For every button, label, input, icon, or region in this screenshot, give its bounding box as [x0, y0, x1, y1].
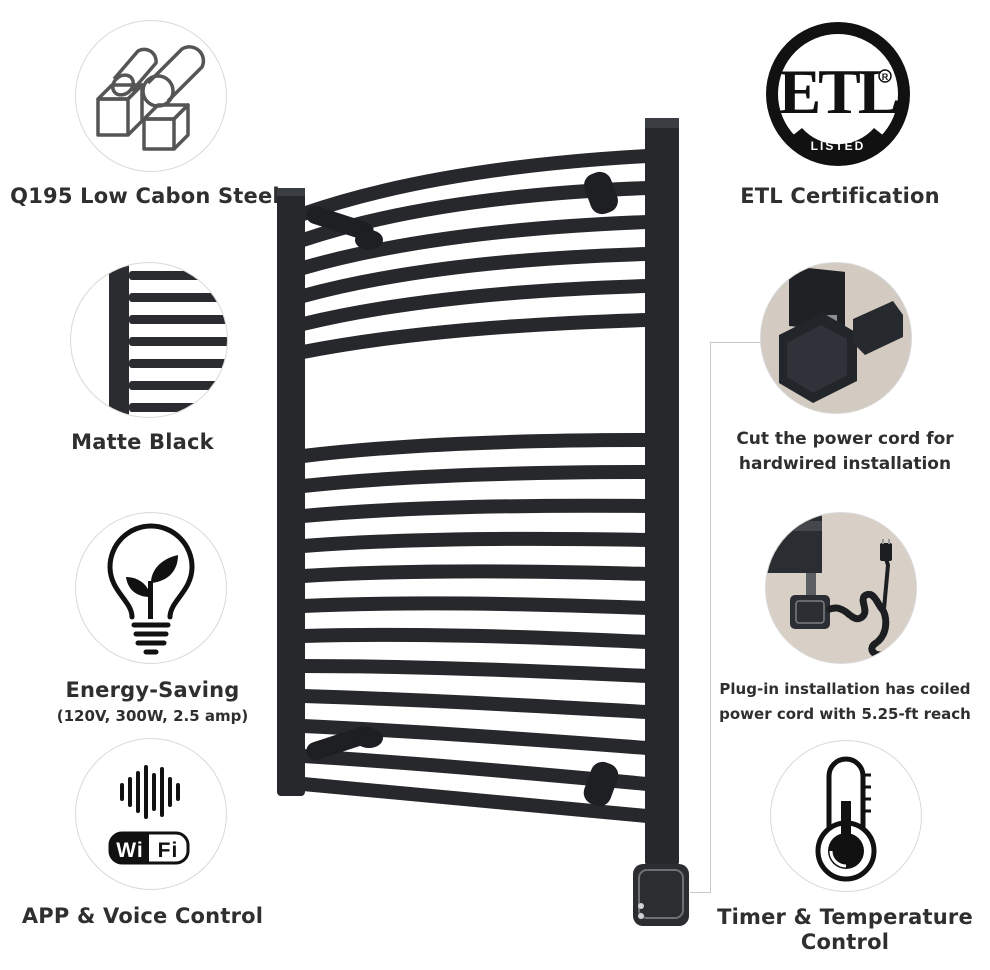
- etl-label: ETL Certification: [740, 184, 940, 208]
- hardwire-label-line1: Cut the power cord for: [736, 429, 954, 449]
- steel-feature-circle: [75, 20, 227, 172]
- svg-text:R: R: [882, 72, 889, 82]
- temperature-feature-circle: [770, 740, 922, 892]
- hardwire-feature-circle: [760, 262, 912, 414]
- matte-black-feature-circle: [70, 262, 228, 418]
- etl-listed-text: LISTED: [811, 139, 866, 153]
- steel-materials-icon: [96, 45, 206, 151]
- leader-line-top: [710, 342, 760, 343]
- plugin-label-line1: Plug-in installation has coiled: [719, 680, 971, 698]
- control-label: APP & Voice Control: [21, 904, 264, 928]
- hardwire-connector-photo: [761, 263, 911, 413]
- matte-black-label: Matte Black: [71, 430, 214, 454]
- leader-line-vertical: [710, 342, 711, 892]
- temperature-label-line2: Control: [800, 930, 890, 954]
- thermometer-icon: [815, 756, 877, 882]
- energy-feature-circle: [75, 512, 227, 664]
- plugin-label-line2: power cord with 5.25-ft reach: [719, 705, 971, 723]
- energy-saving-label: Energy-Saving: [65, 678, 240, 702]
- matte-black-rail-icon: [109, 263, 227, 417]
- temperature-label-line1: Timer & Temperature: [717, 905, 973, 929]
- energy-saving-sublabel: (120V, 300W, 2.5 amp): [56, 707, 249, 725]
- plugin-feature-circle: [765, 512, 917, 664]
- etl-logo-text: ETL: [778, 56, 897, 127]
- hardwire-label-line2: hardwired installation: [738, 454, 952, 474]
- plug-in-cord-photo: [766, 513, 916, 663]
- steel-label: Q195 Low Cabon Steel: [10, 184, 280, 208]
- etl-listed-logo: ETL LISTED R: [766, 22, 910, 166]
- energy-saving-bulb-icon: [107, 523, 195, 655]
- etl-feature-circle: ETL LISTED R: [762, 18, 914, 170]
- towel-warmer-product: [265, 110, 695, 940]
- leader-line-bottom: [690, 892, 711, 893]
